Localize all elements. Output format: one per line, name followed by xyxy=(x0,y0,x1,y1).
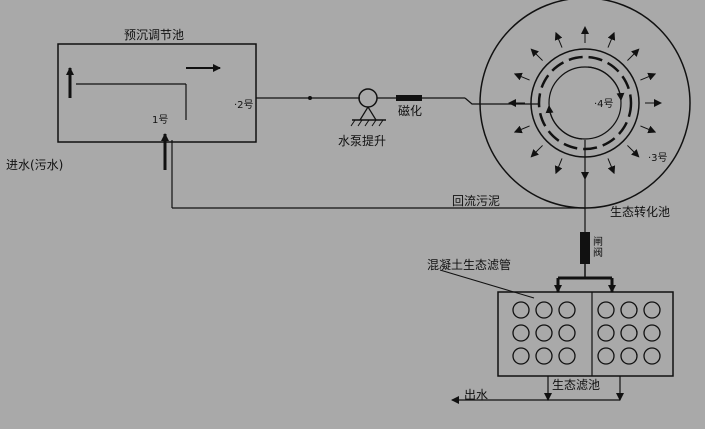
gate-valve xyxy=(580,232,590,264)
filter-tube xyxy=(597,324,615,342)
label-point-2: ·2号 xyxy=(234,100,254,111)
radial-flow-arrow xyxy=(513,72,530,81)
filter-tube xyxy=(597,347,615,365)
radial-flow-arrow xyxy=(640,72,657,81)
label-point-1: 1号 xyxy=(152,115,169,126)
radial-flow-arrow xyxy=(627,48,640,61)
presettling-tank xyxy=(57,43,257,143)
filter-tube xyxy=(643,347,661,365)
filter-tube xyxy=(535,347,553,365)
label-return-sludge: 回流污泥 xyxy=(452,194,501,208)
filter-tube xyxy=(512,301,530,319)
filter-tube xyxy=(643,301,661,319)
filter-tube xyxy=(558,301,576,319)
magnetizer xyxy=(396,95,422,101)
radial-flow-arrow xyxy=(530,145,543,158)
radial-flow-arrow xyxy=(554,158,563,175)
label-inflow: 进水(污水) xyxy=(6,158,64,172)
radial-flow-arrow xyxy=(554,31,563,48)
water-pump xyxy=(350,88,386,127)
filter-tube xyxy=(620,301,638,319)
label-pump-lift: 水泵提升 xyxy=(338,134,387,148)
filter-tube xyxy=(512,347,530,365)
filter-tube xyxy=(620,347,638,365)
label-presettling-tank: 预沉调节池 xyxy=(124,28,185,42)
label-eco-filter-tank: 生态滤池 xyxy=(552,378,601,392)
radial-flow-arrow xyxy=(607,158,616,175)
filter-tube xyxy=(643,324,661,342)
radial-flow-arrow xyxy=(530,48,543,61)
label-eco-conversion-tank: 生态转化池 xyxy=(610,205,671,219)
filter-tube xyxy=(558,347,576,365)
label-outflow: 出水 xyxy=(464,388,489,402)
radial-flow-arrow xyxy=(627,145,640,158)
label-valve: 闸阀 xyxy=(593,237,603,259)
filter-tube xyxy=(620,324,638,342)
label-concrete-filter-tube: 混凝土生态滤管 xyxy=(427,258,512,272)
label-point-4: ·4号 xyxy=(594,99,614,110)
filter-tube xyxy=(535,324,553,342)
filter-tube xyxy=(535,301,553,319)
eco-filter-tank xyxy=(497,291,674,377)
radial-flow-arrow xyxy=(607,31,616,48)
label-magnetization: 磁化 xyxy=(398,104,423,118)
radial-flow-arrow xyxy=(640,125,657,134)
radial-flow-arrow xyxy=(513,125,530,134)
filter-tube xyxy=(558,324,576,342)
filter-tube xyxy=(512,324,530,342)
filter-tube xyxy=(597,301,615,319)
label-point-3: ·3号 xyxy=(648,153,668,164)
